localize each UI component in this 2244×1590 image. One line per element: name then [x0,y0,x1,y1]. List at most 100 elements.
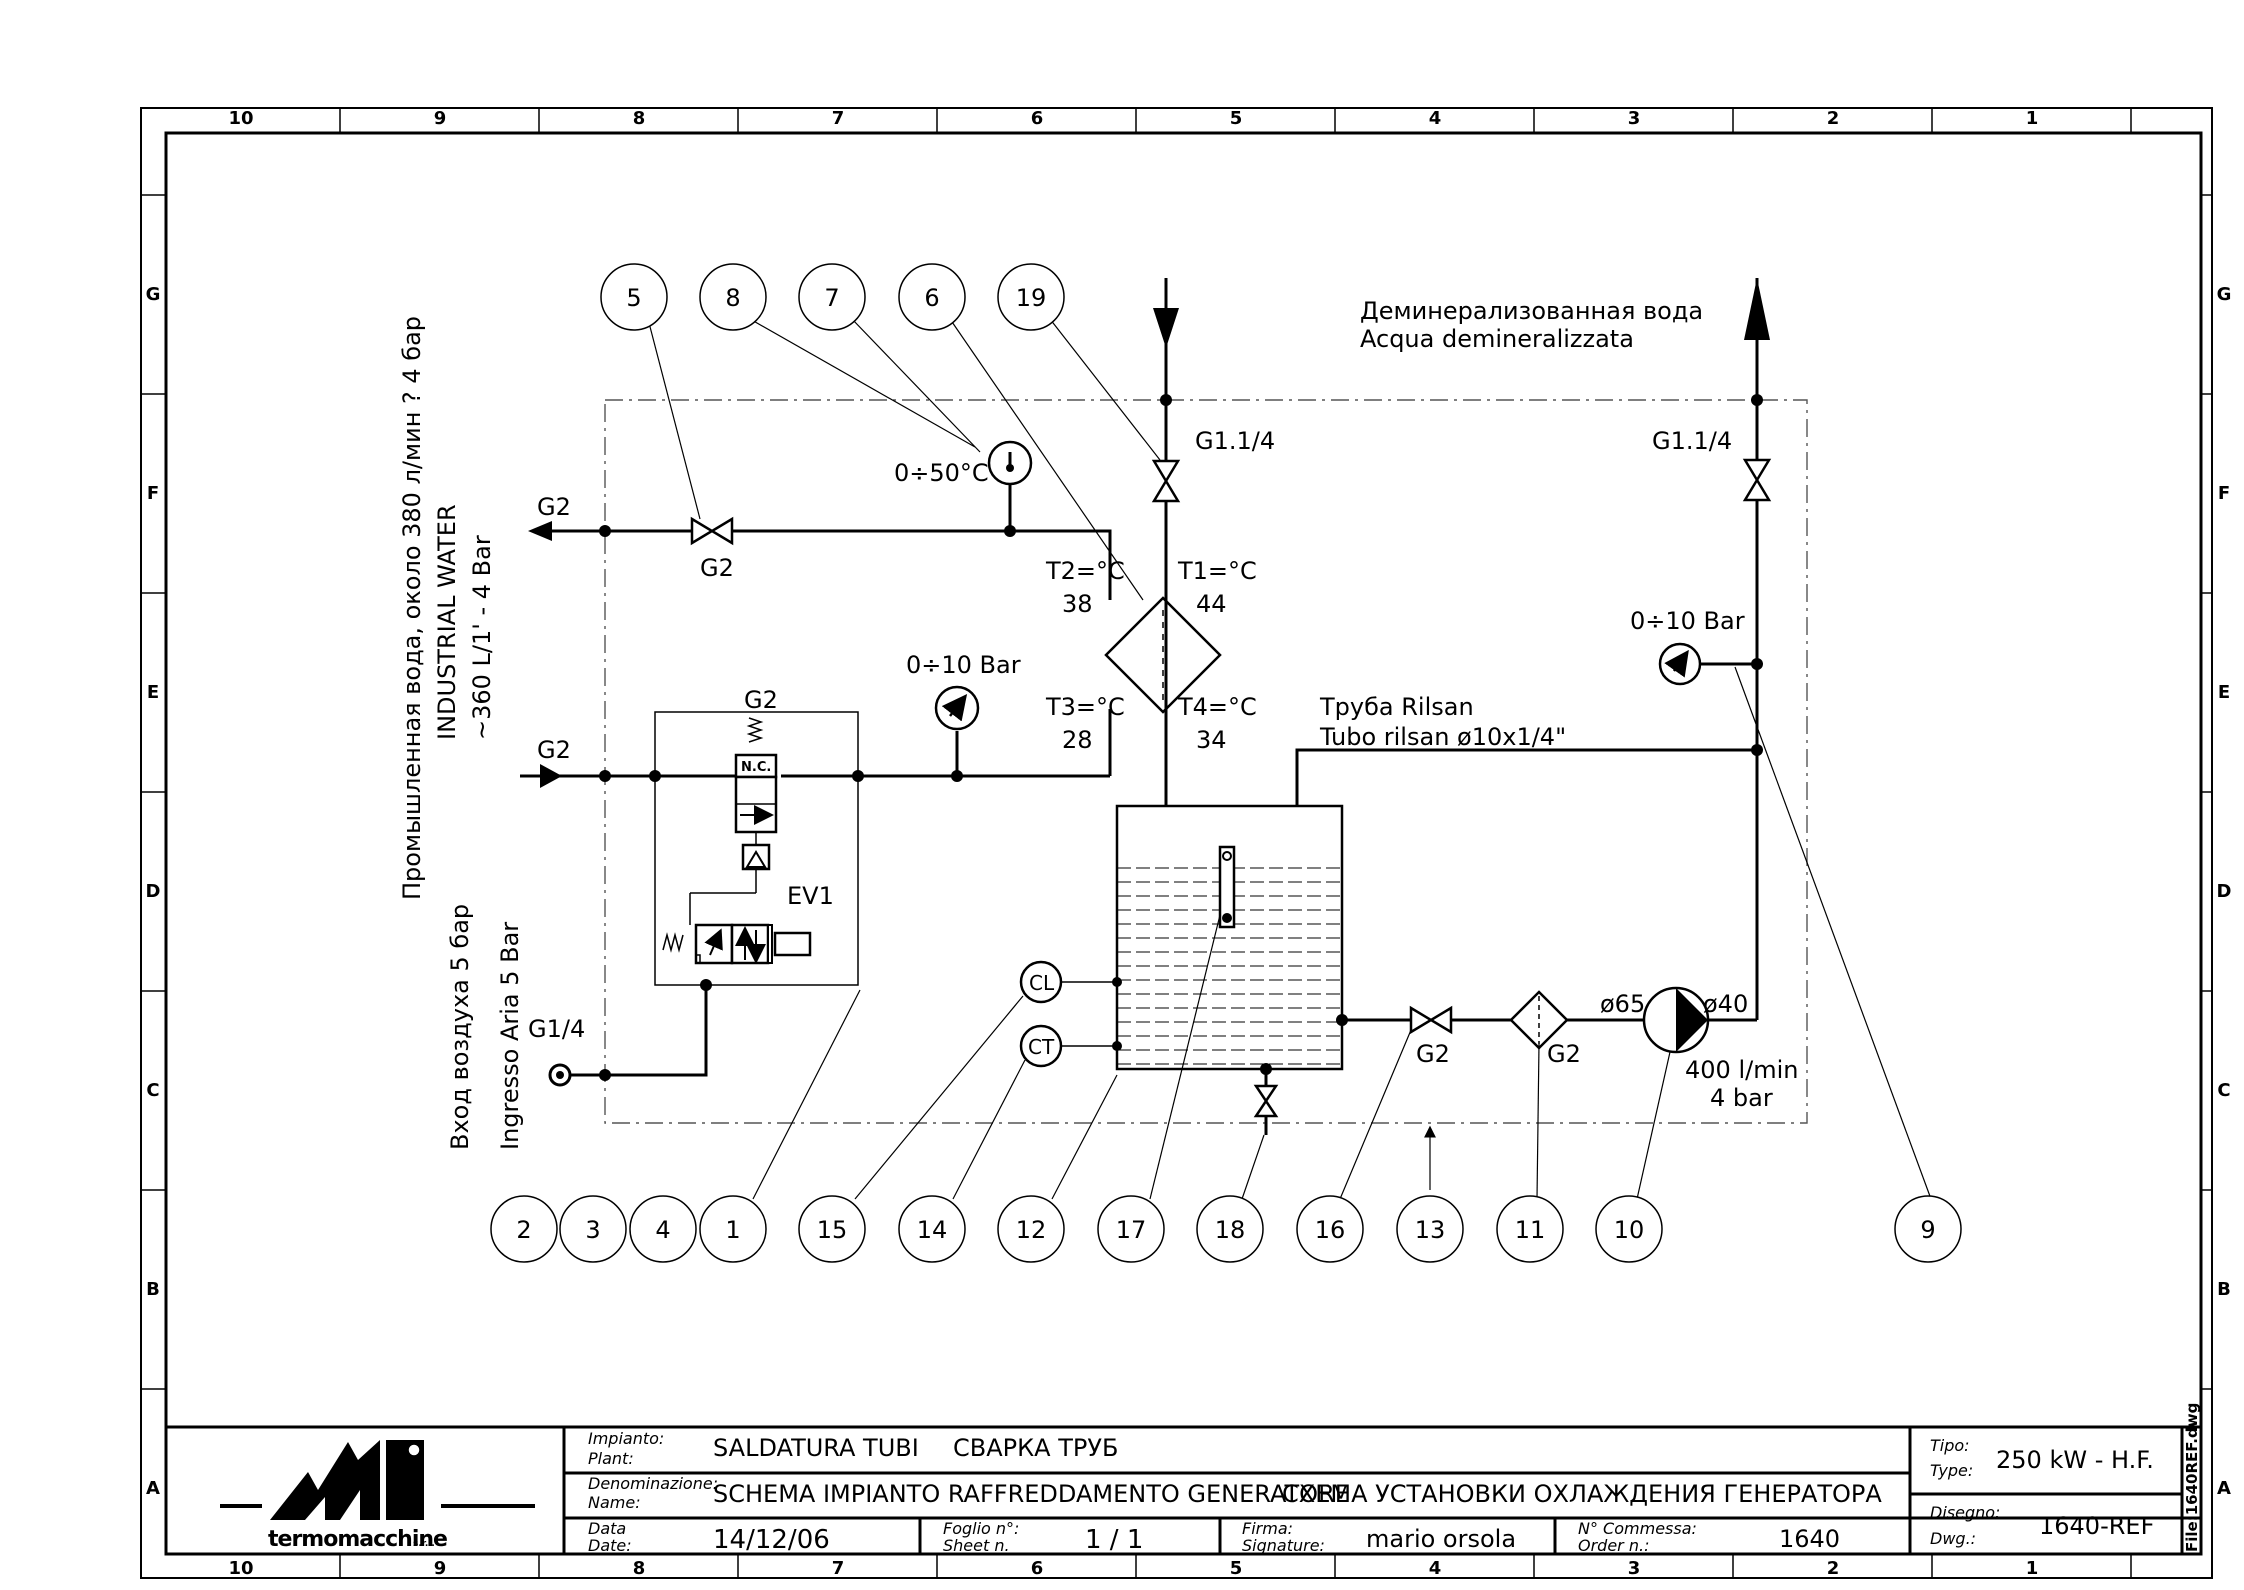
column-zone-number: 6 [1031,108,1044,129]
row-zone-letter: D [146,881,161,902]
pump-outlet-diameter: ø40 [1703,990,1748,1018]
sheet-label-en: Sheet n. [943,1536,1010,1555]
row-zone-letter: E [2218,682,2230,703]
ball-valve-icon [1151,459,1181,503]
reference-bubble [997,263,1065,331]
column-zone-number: 8 [633,108,646,129]
column-zone-number: 4 [1429,1558,1442,1579]
reference-number: 3 [585,1216,600,1244]
heat-exchanger-icon [1104,596,1222,714]
row-zone-letter: B [2217,1279,2231,1300]
ev1-size-label: G2 [744,686,778,714]
thermometer-range: 0÷50°C [894,459,989,487]
svg-text:termomacchine: termomacchine [268,1527,447,1552]
filter-size: G2 [1547,1040,1581,1068]
t4-value: 34 [1196,726,1227,754]
air-inlet-ru-label: Вход воздуха 5 бар [446,904,474,1150]
column-zone-number: 9 [434,1558,447,1579]
reference-number: 4 [655,1216,670,1244]
column-zone-number: 1 [2026,1558,2039,1579]
reference-number: 10 [1614,1216,1645,1244]
reference-bubble [1396,1195,1464,1263]
reference-leaders [647,318,1932,1200]
reference-bubble [997,1195,1065,1263]
reference-number: 9 [1920,1216,1935,1244]
sheet-value: 1 / 1 [1085,1525,1143,1555]
reference-bubble [1595,1195,1663,1263]
row-zone-letter: E [147,682,159,703]
signature-value: mario orsola [1366,1525,1516,1553]
reference-number: 16 [1315,1216,1346,1244]
demin-inlet-arrow-icon [1153,308,1179,348]
reference-bubble [898,1195,966,1263]
row-zone-letter: G [146,284,161,305]
reference-number: 11 [1515,1216,1546,1244]
row-zone-letter: C [2217,1080,2230,1101]
type-label-en: Type: [1930,1461,1973,1480]
date-label-en: Date: [588,1536,632,1555]
t1-value: 44 [1196,590,1227,618]
reference-bubble [1097,1195,1165,1263]
column-zone-number: 1 [2026,108,2039,129]
reference-bubble [600,263,668,331]
gate-valve-icon [690,516,734,546]
rilsan-ru-label: Труба Rilsan [1319,693,1474,721]
reference-bubble [699,263,767,331]
column-zone-number: 3 [1628,108,1641,129]
rilsan-it-label: Tubo rilsan ø10x1/4" [1319,723,1566,751]
ev1-label: EV1 [787,882,834,910]
demin-ru-label: Деминерализованная вода [1360,297,1703,325]
reference-bubble [1196,1195,1264,1263]
company-logo: termomacchine s.r.l. [220,1440,535,1552]
t4-label: T4=°C [1177,693,1257,721]
inlet-arrow-icon [540,764,562,788]
cl-label: CL [1029,971,1055,995]
t3-label: T3=°C [1045,693,1125,721]
column-zone-number: 2 [1827,108,1840,129]
plant-it: SALDATURA TUBI [713,1434,919,1462]
reference-bubble [699,1195,767,1263]
column-zone-number: 7 [832,1558,845,1579]
reference-number: 13 [1415,1216,1446,1244]
svg-text:s.r.l.: s.r.l. [413,1539,435,1549]
inlet-gauge-range: 0÷10 Bar [906,651,1021,679]
pump-pressure: 4 bar [1710,1084,1773,1112]
air-inlet-it-label: Ingresso Aria 5 Bar [496,922,524,1150]
reference-number: 8 [725,284,740,312]
column-zone-number: 4 [1429,108,1442,129]
reference-number: 15 [817,1216,848,1244]
row-zone-letter: A [2217,1478,2231,1499]
plant-label-en: Plant: [588,1449,634,1468]
name-ru: СХЕМА УСТАНОВКИ ОХЛАЖДЕНИЯ ГЕНЕРАТОРА [1282,1480,1882,1508]
demin-outlet-arrow-icon [1744,278,1770,340]
gate-valve-icon [1409,1005,1453,1035]
conductivity-sensor-icon [1019,960,1063,1004]
tank-valve-size: G2 [1416,1040,1450,1068]
reference-bubble [490,1195,558,1263]
outlet-gauge-range: 0÷10 Bar [1630,607,1745,635]
ct-label: CT [1028,1035,1055,1059]
reference-number: 14 [917,1216,948,1244]
reference-number: 2 [516,1216,531,1244]
order-label-en: Order n.: [1578,1536,1649,1555]
plant-label: Impianto: [588,1429,664,1448]
reference-bubble [559,1195,627,1263]
t2-label: T2=°C [1045,557,1125,585]
row-zone-letter: B [146,1279,160,1300]
column-zone-number: 7 [832,108,845,129]
reference-bubble [798,263,866,331]
signature-label-en: Signature: [1242,1536,1325,1555]
column-zone-number: 5 [1230,108,1243,129]
reference-number: 7 [824,284,839,312]
column-zone-number: 5 [1230,1558,1243,1579]
column-zone-number: 8 [633,1558,646,1579]
temperature-sensor-icon [1019,1024,1063,1068]
name-it: SCHEMA IMPIANTO RAFFREDDAMENTO GENERATOR… [713,1480,1350,1508]
air-inlet-size: G1/4 [528,1015,585,1043]
pump-flow: 400 l/min [1685,1056,1798,1084]
row-zone-letter: F [147,483,159,504]
